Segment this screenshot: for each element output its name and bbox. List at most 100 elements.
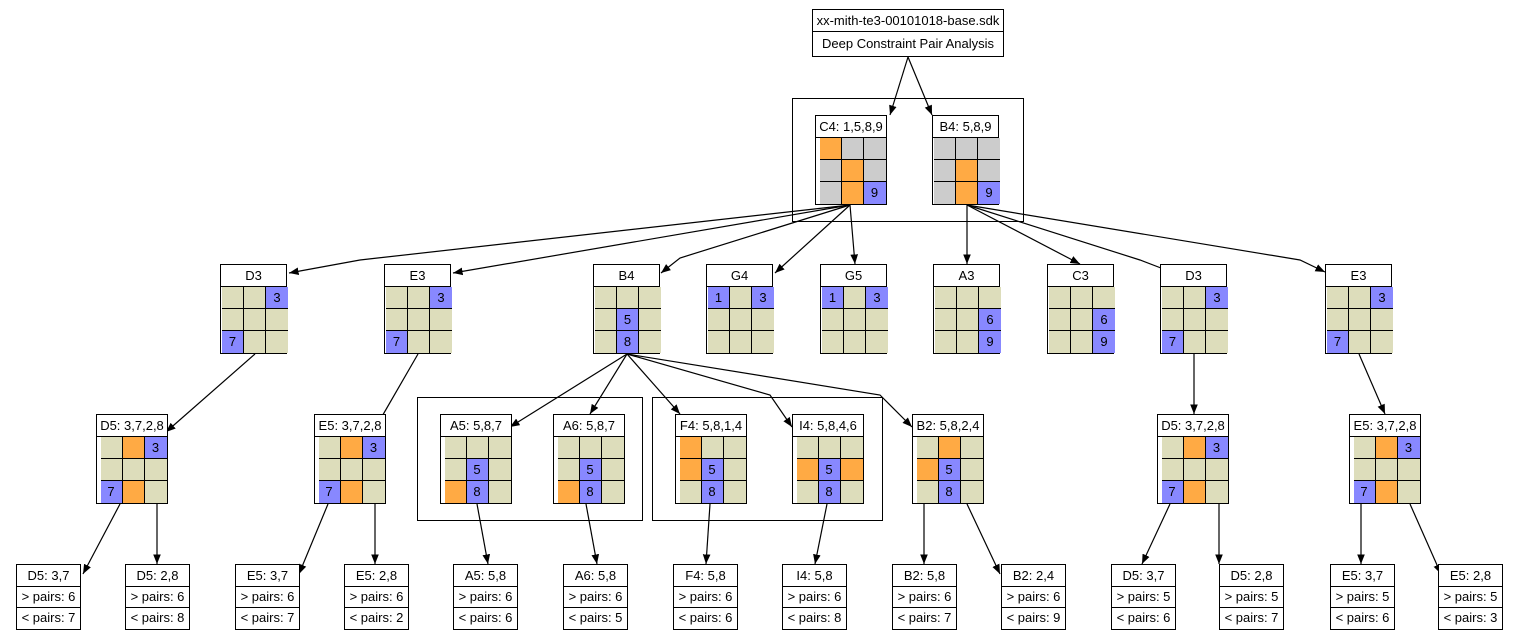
leaf-title: E5: 3,7 bbox=[1331, 565, 1394, 587]
grid-cell: 8 bbox=[617, 331, 639, 353]
grid-cell: 3 bbox=[866, 287, 888, 309]
grid-cell bbox=[639, 287, 661, 309]
edge bbox=[849, 204, 859, 265]
grid-cell bbox=[818, 437, 841, 459]
grid-cell: 8 bbox=[466, 481, 489, 503]
node-title: A3 bbox=[934, 265, 999, 287]
node-title: I4: 5,8,4,6 bbox=[793, 415, 863, 437]
leaf-title: B2: 2,4 bbox=[1002, 565, 1065, 587]
edge bbox=[966, 204, 1081, 265]
grid-cell bbox=[863, 160, 886, 182]
leaf-less-pairs: < pairs: 7 bbox=[240, 610, 295, 625]
grid-cell bbox=[444, 437, 467, 459]
grid-cell bbox=[1184, 331, 1206, 353]
grid-cell bbox=[466, 437, 489, 459]
grid-cell bbox=[935, 331, 957, 353]
leaf-less-pairs: < pairs: 7 bbox=[1224, 610, 1279, 625]
grid-cell bbox=[1093, 287, 1115, 309]
edge bbox=[1358, 353, 1386, 415]
leaf-greater-pairs: > pairs: 6 bbox=[674, 586, 737, 608]
edge bbox=[476, 503, 491, 565]
leaf-greater-pairs: > pairs: 6 bbox=[345, 586, 408, 608]
node-title: B2: 5,8,2,4 bbox=[913, 415, 983, 437]
grid-cell bbox=[1161, 459, 1184, 481]
grid-cell: 5 bbox=[818, 459, 841, 481]
edge bbox=[626, 353, 681, 415]
grid-cell bbox=[866, 331, 888, 353]
grid-cell bbox=[935, 309, 957, 331]
grid-cell bbox=[1049, 331, 1071, 353]
grid-cell bbox=[601, 437, 624, 459]
grid-cell bbox=[679, 437, 702, 459]
grid-cell bbox=[1049, 287, 1071, 309]
node-title: A5: 5,8,7 bbox=[441, 415, 511, 437]
grid-cell bbox=[708, 309, 730, 331]
leaf-greater-pairs: > pairs: 6 bbox=[1002, 586, 1065, 608]
grid-cell bbox=[488, 481, 511, 503]
cell-grid: 9 bbox=[933, 137, 1000, 205]
grid-cell bbox=[916, 481, 939, 503]
analysis-title: Deep Constraint Pair Analysis bbox=[822, 36, 994, 51]
grid-cell: 7 bbox=[222, 331, 244, 353]
grid-cell bbox=[488, 437, 511, 459]
grid-cell bbox=[841, 182, 864, 204]
node-title: B4: 5,8,9 bbox=[933, 116, 998, 138]
grid-cell: 7 bbox=[1327, 331, 1349, 353]
grid-cell bbox=[557, 481, 580, 503]
leaf-less-pairs: < pairs: 2 bbox=[349, 610, 404, 625]
grid-cell bbox=[935, 287, 957, 309]
grid-cell bbox=[1353, 459, 1376, 481]
leaf-l8: I4: 5,8> pairs: 6< pairs: 8 bbox=[782, 564, 847, 630]
grid-cell: 3 bbox=[1397, 437, 1420, 459]
leaf-greater-pairs: > pairs: 5 bbox=[1112, 586, 1175, 608]
grid-cell bbox=[916, 459, 939, 481]
grid-cell bbox=[1183, 481, 1206, 503]
grid-cell bbox=[1071, 309, 1093, 331]
grid-cell bbox=[122, 459, 145, 481]
grid-cell bbox=[752, 309, 774, 331]
grid-cell bbox=[100, 459, 123, 481]
grid-cell bbox=[841, 160, 864, 182]
grid-cell bbox=[408, 287, 430, 309]
leaf-less-pairs: < pairs: 7 bbox=[897, 610, 952, 625]
grid-cell: 7 bbox=[100, 481, 123, 503]
grid-cell bbox=[730, 309, 752, 331]
leaf-greater-pairs: > pairs: 6 bbox=[783, 586, 846, 608]
grid-cell bbox=[960, 437, 983, 459]
grid-cell: 5 bbox=[938, 459, 961, 481]
grid-cell bbox=[1205, 481, 1228, 503]
grid-cell bbox=[679, 459, 702, 481]
grid-cell bbox=[595, 309, 617, 331]
edge bbox=[966, 204, 1326, 273]
leaf-l12: D5: 2,8> pairs: 5< pairs: 7 bbox=[1219, 564, 1284, 630]
grid-cell bbox=[934, 138, 956, 160]
cluster-c4-b4 bbox=[792, 98, 1024, 222]
grid-cell bbox=[938, 437, 961, 459]
edge bbox=[509, 353, 628, 428]
grid-cell bbox=[957, 331, 979, 353]
leaf-title: A6: 5,8 bbox=[564, 565, 627, 587]
leaf-greater-pairs: > pairs: 5 bbox=[1331, 586, 1394, 608]
leaf-l3: E5: 3,7> pairs: 6< pairs: 7 bbox=[235, 564, 300, 630]
grid-cell bbox=[1397, 481, 1420, 503]
leaf-less-pairs: < pairs: 3 bbox=[1443, 610, 1498, 625]
grid-cell bbox=[841, 138, 864, 160]
grid-cell bbox=[222, 309, 244, 331]
leaf-less-pairs: < pairs: 6 bbox=[678, 610, 733, 625]
grid-cell bbox=[122, 481, 145, 503]
grid-cell bbox=[340, 481, 363, 503]
edge bbox=[660, 204, 851, 274]
